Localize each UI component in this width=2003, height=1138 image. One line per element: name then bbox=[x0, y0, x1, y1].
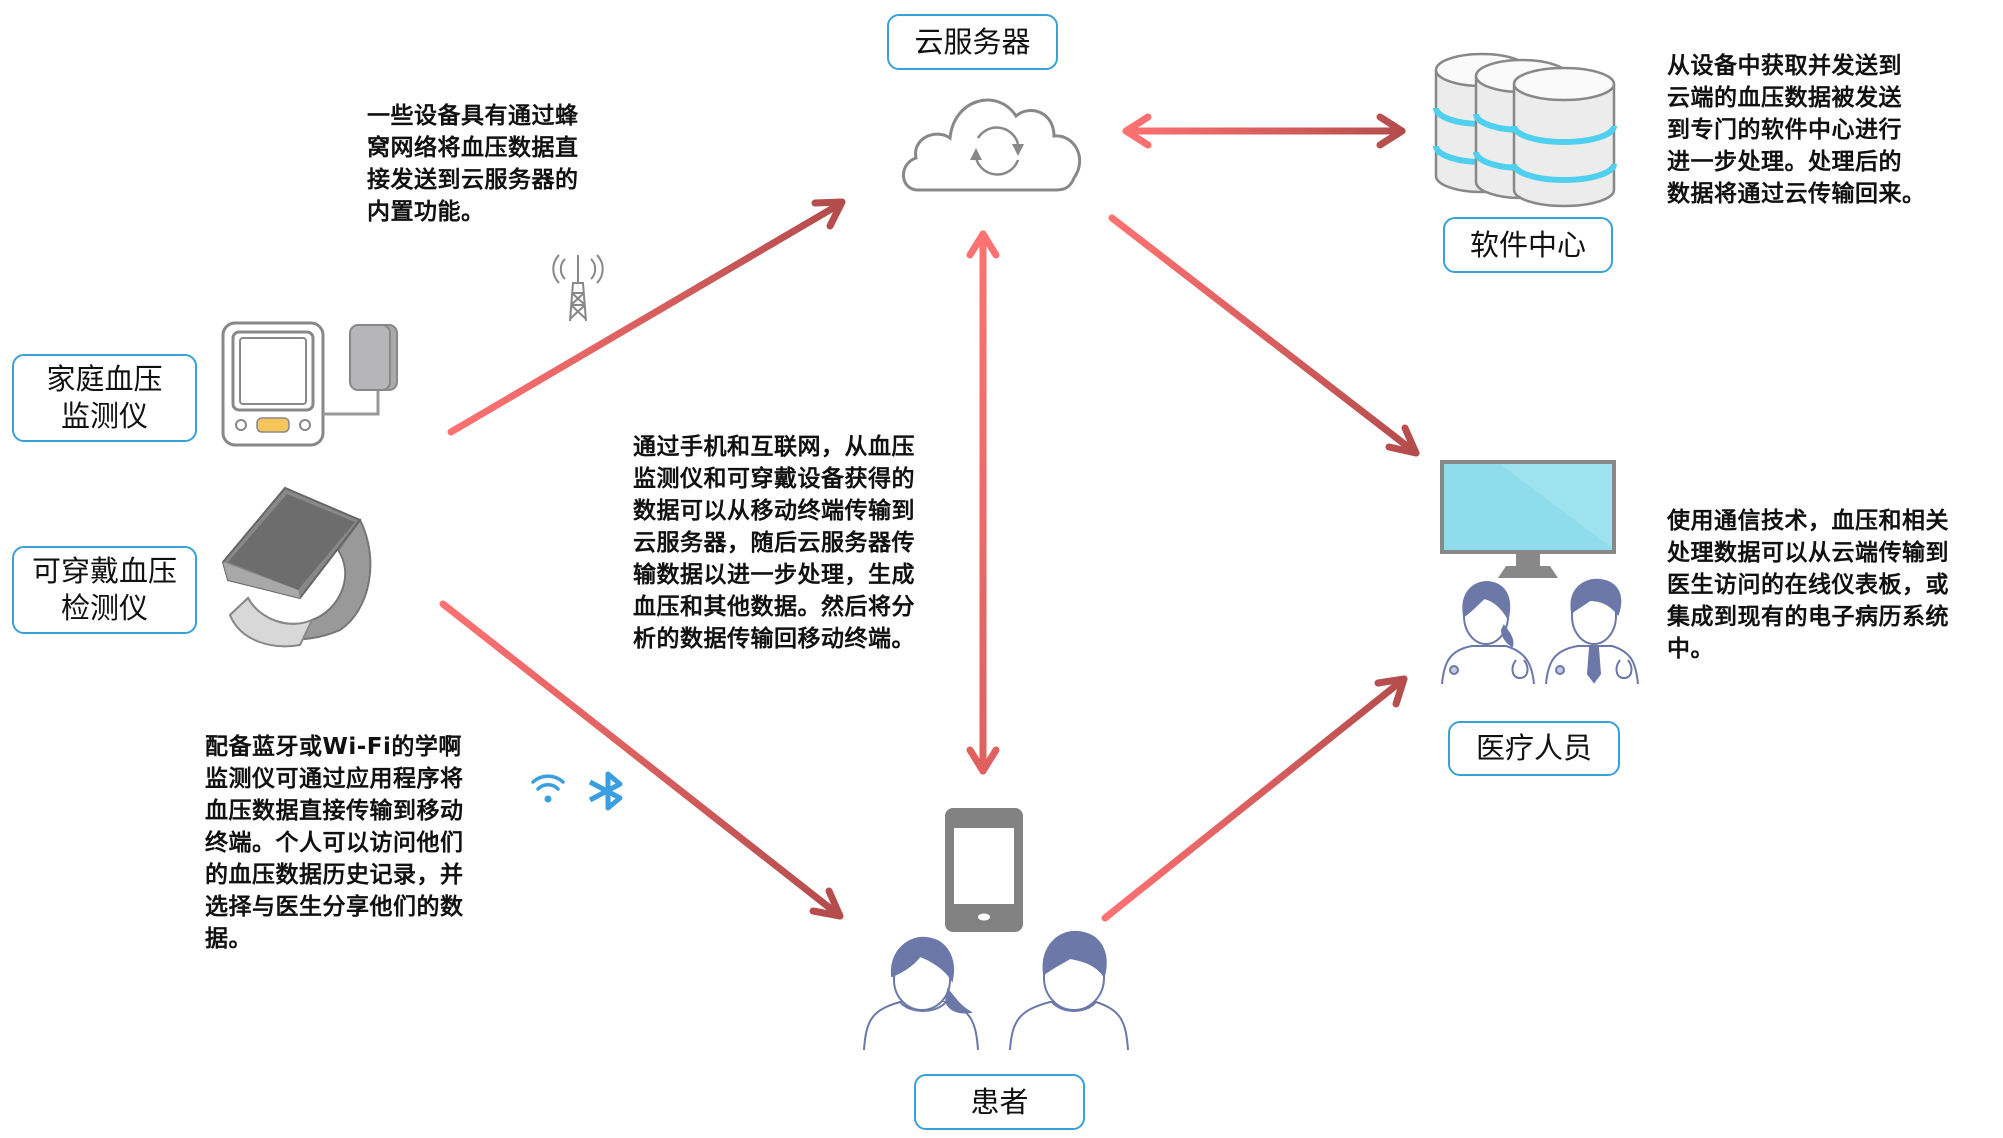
database-servers-icon bbox=[1433, 52, 1617, 208]
patients-icon bbox=[863, 930, 1129, 1051]
cell-tower-icon bbox=[552, 254, 604, 322]
bp-monitor-icon bbox=[221, 321, 398, 447]
home-bp-monitor-label: 家庭血压 监测仪 bbox=[12, 354, 197, 442]
medical-staff-label: 医疗人员 bbox=[1448, 721, 1620, 776]
patient-label: 患者 bbox=[914, 1074, 1085, 1130]
dashboard-monitor-icon bbox=[1440, 460, 1616, 578]
software-center-description: 从设备中获取并发送到 云端的血压数据被发送 到专门的软件中心进行 进一步处理。处… bbox=[1667, 53, 1926, 207]
arrow-cloud-to-medical-staff bbox=[1108, 214, 1420, 457]
bluetooth-icon bbox=[588, 771, 623, 811]
smartwatch-icon bbox=[221, 486, 372, 648]
bluetooth-wifi-description: 配备蓝牙或Wi-Fi的学啊 监测仪可通过应用程序将 血压数据直接传输到移动 终端… bbox=[205, 734, 464, 952]
mobile-internet-description: 通过手机和互联网，从血压 监测仪和可穿戴设备获得的 数据可以从移动终端传输到 云… bbox=[633, 434, 915, 652]
arrow-home-monitor-to-cloud bbox=[447, 198, 846, 436]
arrow-cloud-patient bbox=[966, 230, 1000, 775]
smartphone-icon bbox=[945, 808, 1023, 932]
wifi-icon bbox=[531, 774, 565, 803]
cellular-description: 一些设备具有通过蜂 窝网络将血压数据直 接发送到云服务器的 内置功能。 bbox=[367, 103, 579, 225]
arrow-wearable-to-patient bbox=[439, 600, 844, 920]
clinician-description: 使用通信技术，血压和相关 处理数据可以从云端传输到 医生访问的在线仪表板，或 集… bbox=[1667, 508, 1949, 662]
doctors-icon bbox=[1441, 578, 1639, 685]
software-center-label: 软件中心 bbox=[1443, 217, 1613, 273]
cloud-sync-icon bbox=[902, 98, 1081, 192]
arrow-patient-to-medical-staff bbox=[1101, 675, 1408, 922]
wearable-bp-monitor-label: 可穿戴血压 检测仪 bbox=[12, 546, 197, 634]
arrow-cloud-software-center bbox=[1122, 113, 1406, 149]
cloud-server-label: 云服务器 bbox=[887, 14, 1058, 70]
